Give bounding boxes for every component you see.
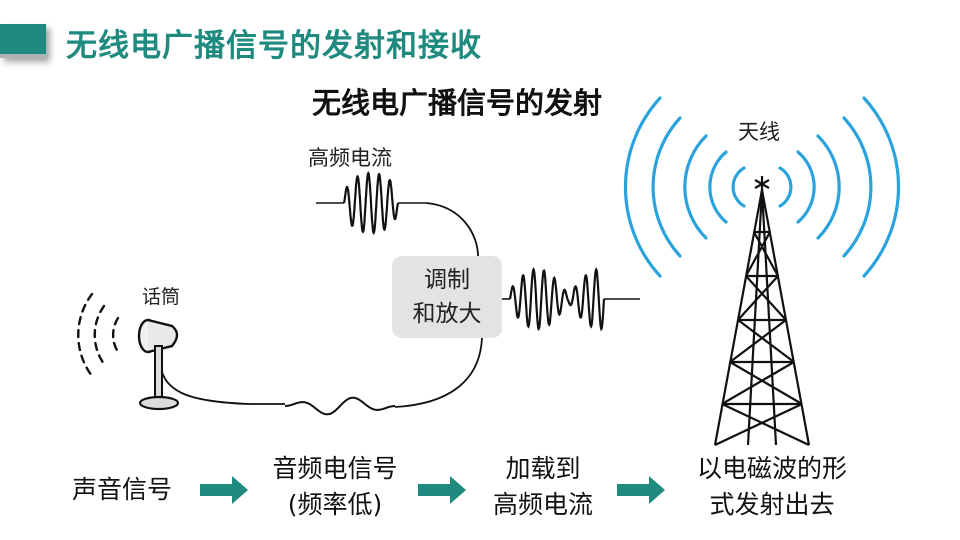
title-accent-bar <box>0 24 46 58</box>
flow-step-2-line2: (频率低) <box>287 490 383 519</box>
arrow-right-icon <box>200 476 665 504</box>
audio-wave <box>285 396 395 416</box>
hf-to-box-wire <box>425 202 479 257</box>
microphone-label: 话筒 <box>142 286 181 308</box>
modulation-box-line2: 和放大 <box>412 301 482 327</box>
hf-current-label: 高频电流 <box>308 146 392 170</box>
antenna-label: 天线 <box>738 120 780 144</box>
flow-step-4-line1: 以电磁波的形 <box>696 454 847 483</box>
audio-to-box-wire <box>394 337 483 408</box>
section-title: 无线电广播信号的发射 <box>312 86 603 120</box>
flow-step-3-line2: 高频电流 <box>492 490 593 519</box>
flow-step-audio-signal: 音频电信号 (频率低) <box>266 451 404 523</box>
slide-title: 无线电广播信号的发射和接收 <box>66 28 482 64</box>
flow-step-load-hf: 加载到 高频电流 <box>480 451 606 523</box>
microphone-icon <box>77 292 180 411</box>
radio-waves-icon <box>623 96 901 278</box>
antenna-tower-icon <box>713 176 811 446</box>
flow-step-sound-signal: 声音信号 <box>72 472 172 508</box>
hf-current-wave <box>316 171 426 235</box>
modulated-wave <box>502 267 640 332</box>
title-accent-shadow <box>0 54 48 58</box>
flow-step-1-text: 声音信号 <box>72 475 173 504</box>
mic-wire <box>159 357 285 405</box>
flow-step-em-wave: 以电磁波的形 式发射出去 <box>686 451 858 523</box>
sound-waves-icon <box>77 292 120 378</box>
modulation-box: 调制 和放大 <box>392 256 502 338</box>
flow-step-3-line1: 加载到 <box>505 454 581 483</box>
modulation-box-line1: 调制 <box>424 267 470 293</box>
flow-step-2-line1: 音频电信号 <box>272 454 398 483</box>
flow-step-4-line2: 式发射出去 <box>709 490 835 519</box>
